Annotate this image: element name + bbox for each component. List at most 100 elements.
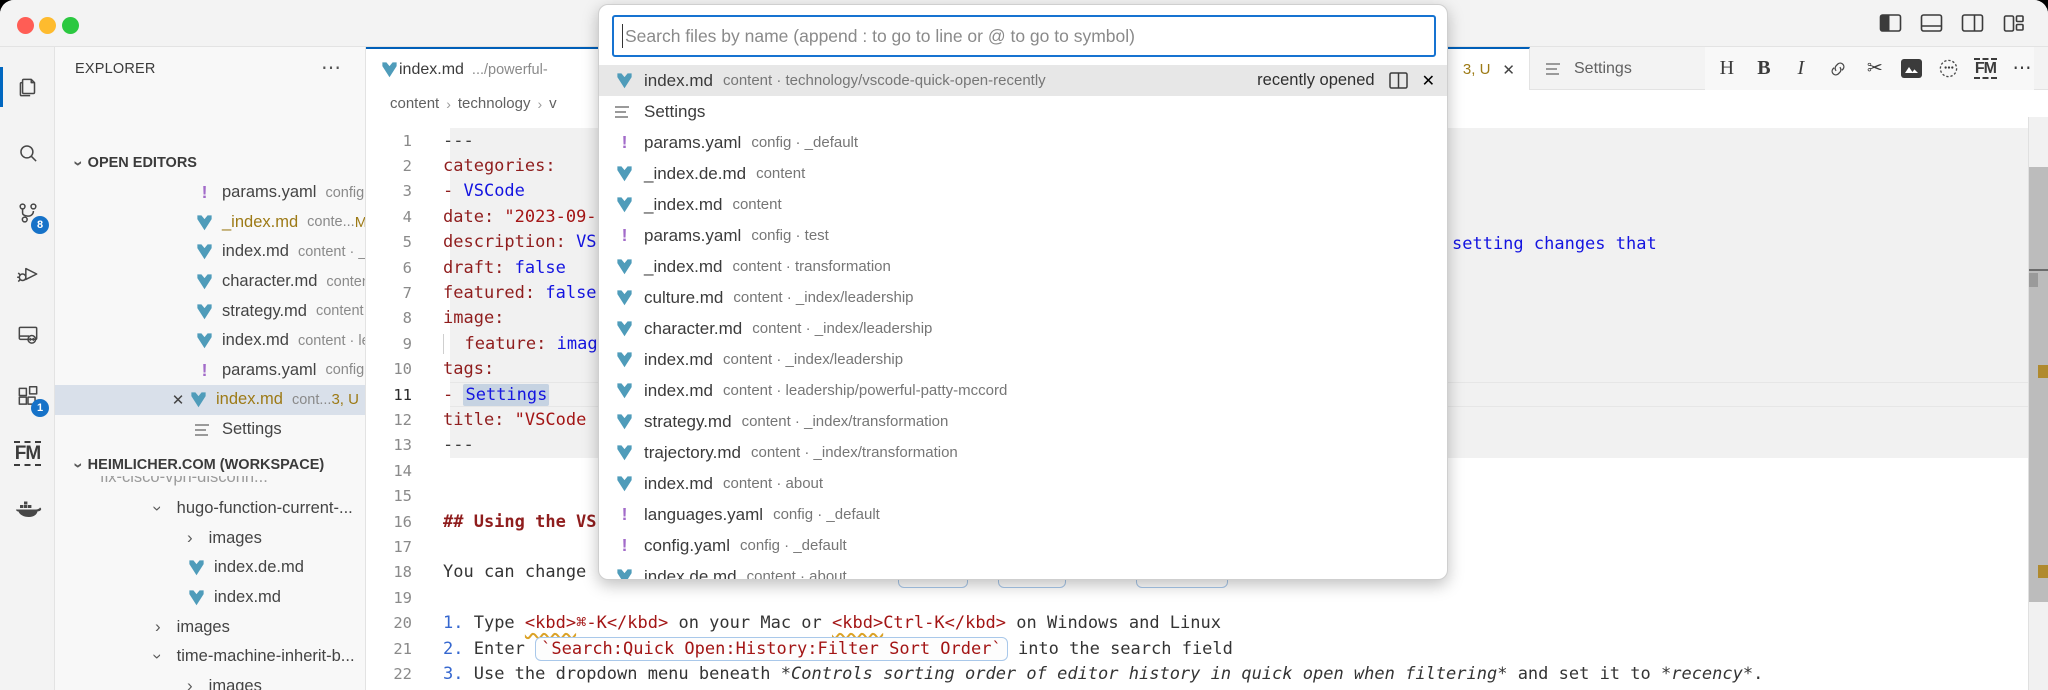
file-name: params.yaml: [222, 360, 317, 379]
tree-item-label: index.de.md: [214, 558, 304, 577]
close-editor-icon[interactable]: ✕: [171, 391, 185, 409]
customize-layout-icon[interactable]: [2000, 11, 2026, 35]
minimize-window-button[interactable]: [39, 17, 56, 34]
activity-item-search[interactable]: [0, 124, 55, 182]
code-line-13[interactable]: 13---: [366, 433, 2028, 458]
code-line-16[interactable]: 16## Using the VS: [366, 509, 2028, 534]
open-editor-item[interactable]: character.mdcontent ...: [55, 267, 365, 297]
code-line-15[interactable]: 15: [366, 484, 2028, 509]
text-caret: [622, 24, 623, 48]
line-number: 10: [393, 360, 412, 379]
tab-close-icon[interactable]: ✕: [1502, 61, 1515, 79]
close-window-button[interactable]: [17, 17, 34, 34]
breadcrumb-item[interactable]: content: [390, 95, 440, 112]
frontmatter-icon[interactable]: FM: [1973, 57, 1997, 79]
tree-item-index-de-md[interactable]: index.de.md: [55, 553, 365, 583]
zoom-window-button[interactable]: [62, 17, 79, 34]
editor-scrollbar[interactable]: [2028, 117, 2048, 690]
bold-icon[interactable]: B: [1757, 57, 1771, 79]
activity-item-remote-explorer[interactable]: [0, 306, 55, 364]
code-token: false: [514, 257, 566, 278]
breadcrumb-item[interactable]: v: [549, 95, 557, 112]
scissors-icon[interactable]: ✂: [1866, 58, 1883, 79]
emoji-icon[interactable]: [1937, 56, 1961, 82]
open-editor-item[interactable]: Settings: [55, 415, 365, 445]
quick-open-input[interactable]: Search files by name (append : to go to …: [612, 15, 1436, 57]
tree-item-index-md[interactable]: index.md: [55, 583, 365, 613]
image-icon[interactable]: [1900, 56, 1924, 82]
tree-item-images[interactable]: ›images: [55, 612, 365, 642]
code-line-3[interactable]: 3- VSCode: [366, 179, 2028, 204]
code-line-11[interactable]: 11- Settings: [366, 382, 2028, 407]
open-to-side-icon[interactable]: [1388, 72, 1408, 89]
remove-from-recently-opened-icon[interactable]: ✕: [1421, 72, 1435, 90]
italic-icon[interactable]: I: [1797, 57, 1805, 79]
toggle-panel-icon[interactable]: [1918, 11, 1944, 35]
workspace-header[interactable]: › HEIMLICHER.COM (WORKSPACE): [69, 457, 325, 473]
code-line-9[interactable]: 9 feature: imag: [366, 331, 2028, 356]
sidebar-more-actions-icon[interactable]: ⋯: [321, 57, 343, 79]
scrollbar-thumb[interactable]: [2029, 167, 2048, 602]
open-editors-header[interactable]: › OPEN EDITORS: [69, 155, 197, 171]
code-line-1[interactable]: 1---: [366, 128, 2028, 153]
tree-item-hugo-function-current-[interactable]: ›hugo-function-current-...: [55, 494, 365, 524]
tree-item-images[interactable]: ›images: [55, 524, 365, 554]
link-icon[interactable]: [1826, 56, 1850, 82]
activity-item-source-control[interactable]: 8: [0, 184, 55, 242]
code-line-14[interactable]: 14: [366, 458, 2028, 483]
markdown-file-icon: [615, 474, 634, 493]
code-line-19[interactable]: 19: [366, 585, 2028, 610]
code-line-17[interactable]: 17: [366, 534, 2028, 559]
activity-item-run-debug[interactable]: [0, 245, 55, 303]
tree-item-time-machine-inherit-b-[interactable]: ›time-machine-inherit-b...: [55, 642, 365, 672]
more-icon[interactable]: ⋯: [2012, 58, 2032, 79]
quick-open-item-settings[interactable]: Settings: [599, 96, 1447, 127]
tree-item-images[interactable]: ›images: [55, 672, 365, 690]
tree-item-clipped[interactable]: fix-cisco-vpn-disconn...: [100, 476, 268, 486]
toggle-secondary-sidebar-icon[interactable]: [1959, 11, 1985, 35]
heading-icon[interactable]: H: [1719, 57, 1735, 79]
toggle-sidebar-icon[interactable]: [1877, 11, 1903, 35]
activity-item-explorer[interactable]: [0, 58, 55, 116]
activity-item-extensions[interactable]: 1: [0, 367, 55, 425]
breadcrumb-item[interactable]: technology: [457, 95, 531, 112]
activity-item-docker[interactable]: [0, 480, 55, 538]
activity-item-frontmatter[interactable]: FM: [0, 425, 55, 483]
tab-settings[interactable]: Settings: [1530, 47, 1726, 90]
